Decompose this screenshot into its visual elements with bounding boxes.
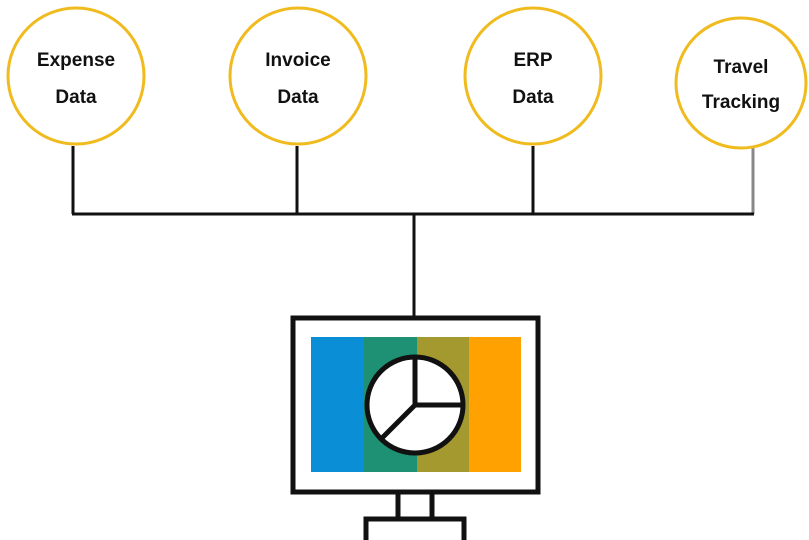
monitor-icon [290, 315, 541, 540]
source-label-line1: Expense [37, 50, 115, 71]
source-label-line2: Data [512, 87, 554, 108]
source-label-line1: ERP [513, 50, 552, 71]
source-label-line2: Data [277, 87, 319, 108]
pie-divider-diagonal [379, 403, 417, 441]
pie-chart-icon [364, 354, 466, 456]
color-band-blue [311, 337, 364, 472]
source-circle [463, 6, 603, 146]
monitor-base [363, 516, 467, 540]
source-circle [228, 6, 368, 146]
connectors [71, 146, 755, 318]
source-node-erp: ERP Data [463, 6, 603, 146]
source-label-line1: Invoice [265, 50, 330, 71]
source-node-expense: Expense Data [6, 6, 146, 146]
source-node-invoice: Invoice Data [228, 6, 368, 146]
source-node-travel: Travel Tracking [674, 16, 808, 150]
source-label-line2: Tracking [702, 92, 780, 113]
source-circle [6, 6, 146, 146]
source-label-line2: Data [55, 87, 97, 108]
source-circle [674, 16, 808, 150]
source-label-line1: Travel [714, 57, 769, 78]
color-band-orange [469, 337, 521, 472]
